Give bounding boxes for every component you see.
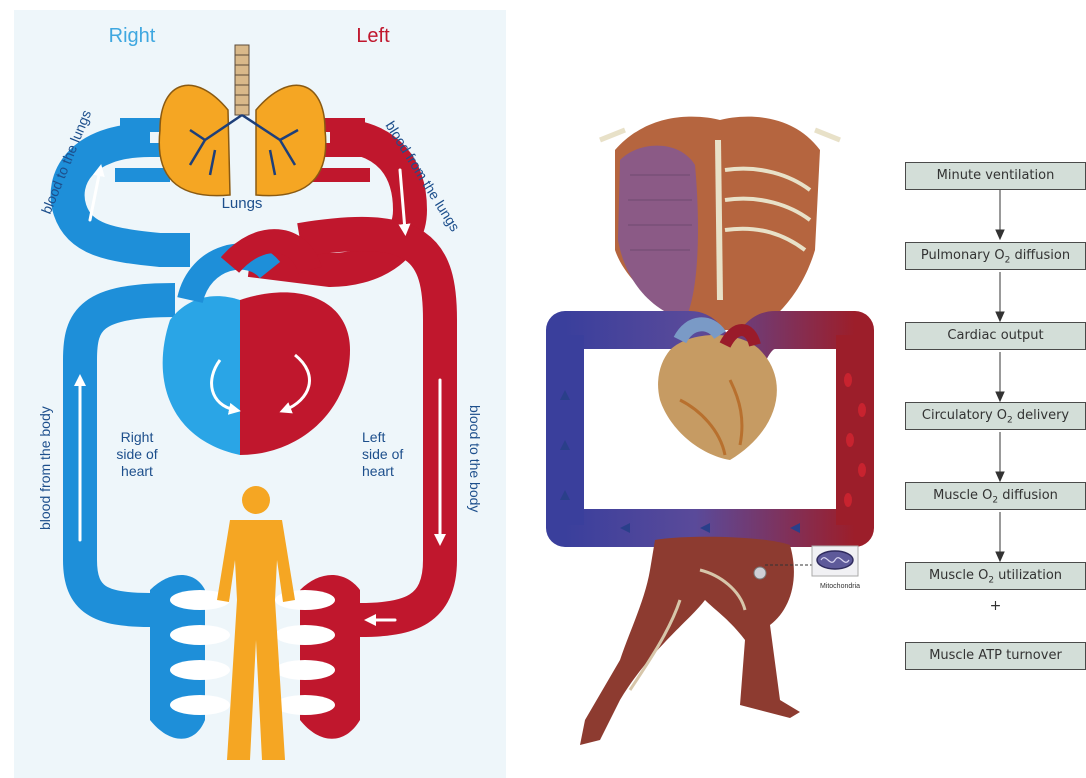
anatomy-illustration: Mitochondria (560, 117, 866, 745)
left-side-line-3: heart (362, 463, 394, 479)
mitochondria-label: Mitochondria (820, 583, 860, 590)
right-side-of-heart-label: Right side of heart (116, 429, 157, 479)
right-header: Right (109, 25, 156, 47)
flow-step-muscle-utilization: Muscle O2 utilization (905, 562, 1086, 590)
flow-step-cardiac-output: Cardiac output (905, 322, 1086, 350)
right-side-line-2: side of (116, 446, 157, 462)
left-header: Left (356, 25, 390, 47)
right-side-line-1: Right (121, 429, 154, 445)
flow-step-atp-turnover: Muscle ATP turnover (905, 642, 1086, 670)
flow-step-pulmonary-diffusion: Pulmonary O2 diffusion (905, 242, 1086, 270)
running-figure-icon (580, 537, 800, 745)
left-side-line-2: side of (362, 446, 403, 462)
lungs-label: Lungs (222, 195, 263, 212)
flow-step-muscle-diffusion: Muscle O2 diffusion (905, 482, 1086, 510)
right-side-line-3: heart (121, 463, 153, 479)
circulation-diagram: Right Left Lungs blood to the lungs bloo… (14, 10, 506, 778)
thorax-icon (600, 117, 840, 330)
flow-step-circulatory-delivery: Circulatory O2 delivery (905, 402, 1086, 430)
blood-from-body-label: blood from the body (37, 406, 53, 530)
blood-to-body-label: blood to the body (467, 405, 483, 512)
plus-sign: + (905, 598, 1086, 614)
left-side-line-1: Left (362, 429, 385, 445)
flow-step-minute-ventilation: Minute ventilation (905, 162, 1086, 190)
